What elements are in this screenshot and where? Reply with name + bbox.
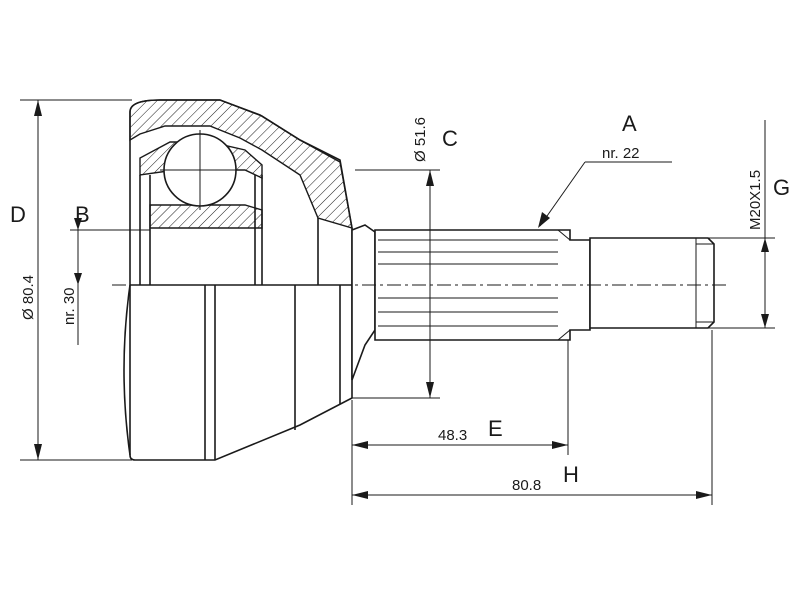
dimension-b [70, 218, 150, 345]
spline-count-outer-text: nr. 22 [602, 145, 640, 162]
length-total-text: 80.8 [512, 477, 541, 494]
diameter-outer-text: Ø 80.4 [20, 275, 37, 320]
label-b: B [75, 202, 90, 227]
dimension-d [20, 99, 132, 461]
dimension-c [352, 169, 440, 399]
label-a: A [622, 111, 637, 136]
dimension-a [538, 161, 672, 228]
label-e: E [488, 416, 503, 441]
dimension-g [700, 120, 775, 329]
stub-shaft [351, 224, 715, 381]
diameter-seal-text: Ø 51.6 [412, 117, 429, 162]
dimension-h [352, 330, 713, 505]
length-spline-text: 48.3 [438, 427, 467, 444]
label-h: H [563, 462, 579, 487]
joint-housing [123, 99, 353, 461]
thread-text: M20X1.5 [747, 170, 764, 230]
label-g: G [773, 175, 790, 200]
spline-lines [378, 229, 571, 341]
dimension-e [351, 340, 569, 505]
label-d: D [10, 202, 26, 227]
label-c: C [442, 126, 458, 151]
spline-count-inner-text: nr. 30 [61, 287, 78, 325]
